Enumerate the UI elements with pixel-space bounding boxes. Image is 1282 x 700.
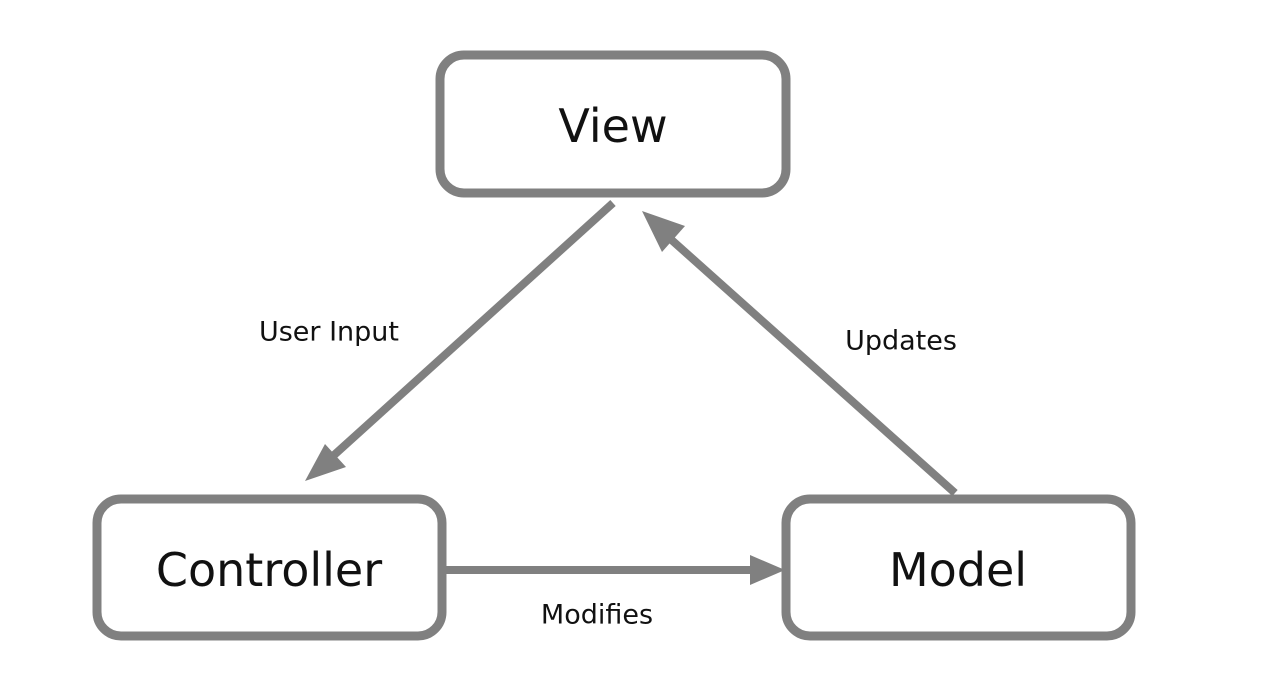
model-label: Model <box>889 543 1027 597</box>
node-view: View <box>435 50 791 198</box>
edge-modifies <box>444 555 785 585</box>
user-input-arrowhead-fill <box>305 444 346 481</box>
user-input-arrow-line <box>330 200 616 459</box>
node-model: Model <box>781 494 1136 641</box>
updates-arrow-line <box>663 232 958 496</box>
model-box <box>781 494 1136 641</box>
node-controller: Controller <box>92 494 447 641</box>
controller-label: Controller <box>156 543 382 597</box>
edge-user-input <box>305 200 616 481</box>
updates-label: Updates <box>845 326 957 357</box>
controller-box <box>92 494 447 641</box>
edge-updates <box>642 211 958 496</box>
updates-arrowhead <box>642 211 685 252</box>
view-label: View <box>558 99 667 153</box>
view-box <box>435 50 791 198</box>
modifies-arrowhead <box>750 555 785 585</box>
user-input-label: User Input <box>259 317 399 348</box>
modifies-label: Modifies <box>541 600 653 631</box>
